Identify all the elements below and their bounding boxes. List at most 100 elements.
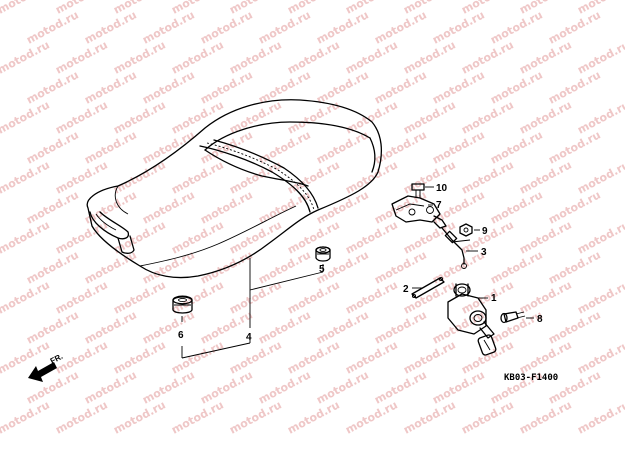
watermark-text: motod.ru <box>517 218 574 256</box>
callout-4: 4 <box>246 332 252 343</box>
watermark-text: motod.ru <box>372 248 429 286</box>
watermark-text: motod.ru <box>343 338 400 376</box>
watermark-text: motod.ru <box>430 8 487 46</box>
watermark-text: motod.ru <box>227 338 284 376</box>
watermark-text: motod.ru <box>24 248 81 286</box>
watermark-text: motod.ru <box>488 248 545 286</box>
watermark-text: motod.ru <box>575 158 625 196</box>
watermark-text: motod.ru <box>82 368 139 406</box>
watermark-text: motod.ru <box>169 98 226 136</box>
watermark-text: motod.ru <box>24 188 81 226</box>
watermark-text: motod.ru <box>488 188 545 226</box>
watermark-text: motod.ru <box>53 38 110 76</box>
watermark-text: motod.ru <box>401 158 458 196</box>
callout-10: 10 <box>436 183 448 194</box>
watermark-text: motod.ru <box>517 38 574 76</box>
watermark-text: motod.ru <box>0 38 52 76</box>
watermark-text: motod.ru <box>198 8 255 46</box>
callout-9: 9 <box>482 226 488 237</box>
watermark-text: motod.ru <box>111 218 168 256</box>
watermark-text: motod.ru <box>140 68 197 106</box>
watermark-text: motod.ru <box>82 68 139 106</box>
grommet-part-6[interactable] <box>172 295 193 314</box>
watermark-text: motod.ru <box>372 68 429 106</box>
watermark-text: motod.ru <box>488 68 545 106</box>
watermark-text: motod.ru <box>459 38 516 76</box>
nut-part-9[interactable] <box>459 223 473 237</box>
watermark-text: motod.ru <box>140 128 197 166</box>
watermark-text: motod.ru <box>285 278 342 316</box>
watermark-text: motod.ru <box>575 218 625 256</box>
watermark-text: motod.ru <box>488 128 545 166</box>
watermark-text: motod.ru <box>459 338 516 376</box>
watermark-text: motod.ru <box>343 98 400 136</box>
watermark-text: motod.ru <box>169 218 226 256</box>
watermark-text: motod.ru <box>546 188 603 226</box>
watermark-text: motod.ru <box>0 398 52 436</box>
watermark-text: motod.ru <box>575 278 625 316</box>
watermark-text: motod.ru <box>24 128 81 166</box>
watermark-text: motod.ru <box>0 158 52 196</box>
watermark-text: motod.ru <box>401 98 458 136</box>
lock-rod-part-2[interactable] <box>411 276 445 299</box>
watermark-text: motod.ru <box>517 398 574 436</box>
watermark-text: motod.ru <box>517 338 574 376</box>
watermark-text: motod.ru <box>285 158 342 196</box>
watermark-text: motod.ru <box>343 158 400 196</box>
watermark-text: motod.ru <box>343 278 400 316</box>
watermark-text: motod.ru <box>53 398 110 436</box>
watermark-text: motod.ru <box>546 308 603 346</box>
figure-code: KB03-F1400 <box>504 373 558 383</box>
lock-cable-part-3[interactable] <box>441 227 471 269</box>
watermark-text: motod.ru <box>24 308 81 346</box>
watermark-text: motod.ru <box>314 8 371 46</box>
watermark-text: motod.ru <box>111 158 168 196</box>
watermark-text: motod.ru <box>111 398 168 436</box>
front-arrow-icon <box>28 362 57 382</box>
watermark-text: motod.ru <box>169 398 226 436</box>
seat-lock-part-1[interactable] <box>447 283 497 356</box>
watermark-text: motod.ru <box>430 248 487 286</box>
seat-lock-bracket-part-7[interactable] <box>391 195 447 229</box>
grommet-part-5[interactable] <box>315 246 331 262</box>
watermark-text: motod.ru <box>488 8 545 46</box>
watermark-text: motod.ru <box>517 158 574 196</box>
watermark-text: motod.ru <box>0 218 52 256</box>
bolt-part-10[interactable] <box>411 183 425 198</box>
screw-part-8[interactable] <box>500 311 526 324</box>
watermark-text: motod.ru <box>0 0 52 17</box>
watermark-text: motod.ru <box>517 98 574 136</box>
watermark-text: motod.ru <box>256 248 313 286</box>
callout-1: 1 <box>491 293 497 304</box>
watermark-text: motod.ru <box>256 308 313 346</box>
watermark-text: motod.ru <box>256 8 313 46</box>
watermark-text: motod.ru <box>256 368 313 406</box>
seat-assembly[interactable] <box>86 99 383 279</box>
watermark-text: motod.ru <box>546 8 603 46</box>
watermark-text: motod.ru <box>459 158 516 196</box>
watermark-text: motod.ru <box>285 338 342 376</box>
watermark-text: motod.ru <box>111 278 168 316</box>
watermark-text: motod.ru <box>82 8 139 46</box>
watermark-text: motod.ru <box>111 98 168 136</box>
watermark-text: motod.ru <box>198 368 255 406</box>
watermark-text: motod.ru <box>285 38 342 76</box>
watermark-text: motod.ru <box>111 38 168 76</box>
callout-5: 5 <box>319 264 325 275</box>
watermark-text: motod.ru <box>227 218 284 256</box>
watermark-text: motod.ru <box>372 368 429 406</box>
watermark-text: motod.ru <box>314 308 371 346</box>
watermark-text: motod.ru <box>575 398 625 436</box>
watermark-text: motod.ru <box>24 68 81 106</box>
watermark-text: motod.ru <box>285 398 342 436</box>
watermark-text: motod.ru <box>140 188 197 226</box>
watermark-text: motod.ru <box>343 398 400 436</box>
watermark-text: motod.ru <box>546 128 603 166</box>
watermark-text: motod.ru <box>169 158 226 196</box>
watermark-text: motod.ru <box>517 278 574 316</box>
watermark-text: motod.ru <box>227 398 284 436</box>
watermark-text: motod.ru <box>430 68 487 106</box>
watermark-text: motod.ru <box>53 278 110 316</box>
